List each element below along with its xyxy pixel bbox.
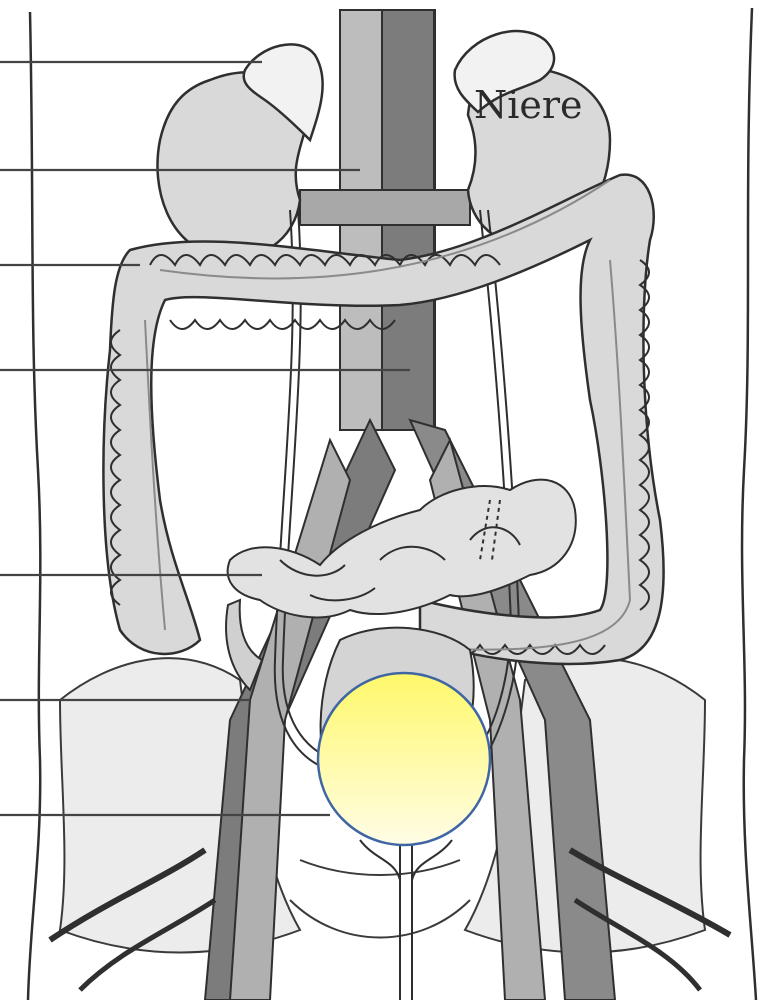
urethra [360,820,452,1000]
bladder-marker-circle[interactable] [318,673,490,845]
kidney-label: Niere [474,83,583,127]
